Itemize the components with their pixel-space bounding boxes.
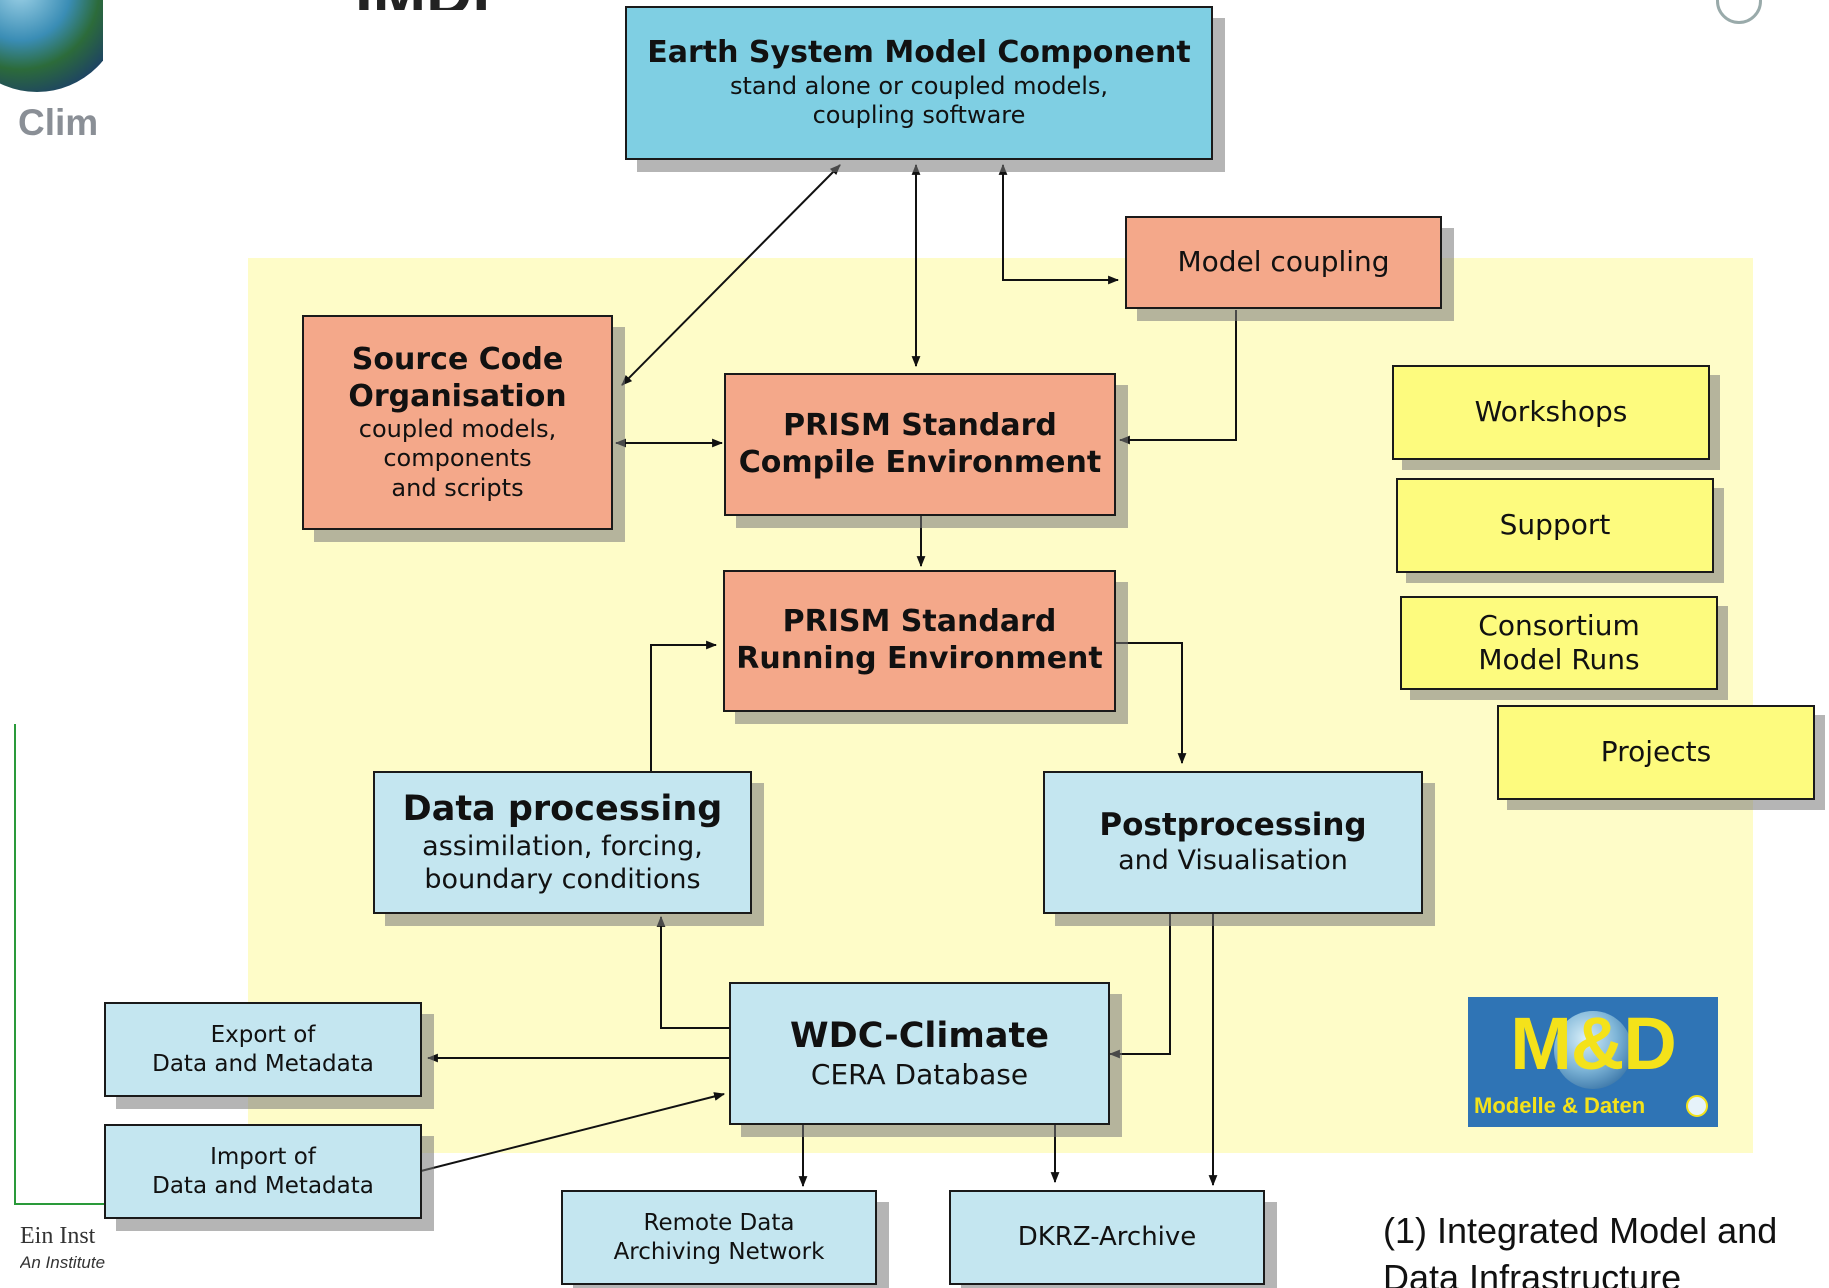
compile-environment-box: PRISM Standard Compile Environment	[724, 373, 1116, 516]
source-code-box: Source Code Organisation coupled models,…	[302, 315, 613, 530]
data-processing-title: Data processing	[402, 789, 723, 830]
compile-title1: PRISM Standard	[783, 407, 1057, 443]
consortium-box: Consortium Model Runs	[1400, 596, 1718, 690]
caption-line1: (1) Integrated Model and	[1383, 1210, 1778, 1251]
dkrz-archive-label: DKRZ-Archive	[1017, 1221, 1197, 1252]
consortium-line2: Model Runs	[1478, 643, 1640, 676]
footer-text-de: Ein Inst	[20, 1223, 96, 1249]
wdc-globe-logo	[0, 0, 103, 98]
md-logo-small-globe-icon	[1686, 1095, 1708, 1117]
green-rule-vertical	[14, 724, 16, 1204]
arrow-earth-coupling	[998, 163, 1120, 285]
earth-system-line1: stand alone or coupled models,	[729, 72, 1109, 101]
arrow-earth-source	[621, 164, 841, 386]
caption-line2: Data Infrastructure	[1383, 1257, 1682, 1288]
footer-text-en: An Institute	[20, 1253, 106, 1272]
workshops-box: Workshops	[1392, 365, 1710, 460]
arrow-coupling-compile	[1118, 310, 1237, 445]
postprocessing-title: Postprocessing	[1099, 807, 1367, 844]
source-code-line1: coupled models,	[358, 415, 557, 444]
earth-system-title: Earth System Model Component	[647, 35, 1191, 71]
consortium-line1: Consortium	[1478, 608, 1640, 642]
md-logo-small-text: Modelle & Daten	[1474, 1093, 1646, 1118]
wdc-climate-line1: CERA Database	[810, 1057, 1029, 1091]
import-line2: Data and Metadata	[152, 1172, 374, 1199]
dkrz-archive-box: DKRZ-Archive	[949, 1190, 1265, 1285]
projects-label: Projects	[1600, 735, 1712, 769]
model-coupling-box: Model coupling	[1125, 216, 1442, 309]
import-box: Import of Data and Metadata	[104, 1124, 422, 1219]
earth-system-model-box: Earth System Model Component stand alone…	[625, 6, 1213, 160]
workshops-label: Workshops	[1474, 395, 1628, 429]
running-title2: Running Environment	[736, 641, 1103, 676]
arrow-dataproc-running	[650, 640, 718, 771]
data-processing-box: Data processing assimilation, forcing, b…	[373, 771, 752, 914]
import-line1: Import of	[210, 1144, 316, 1171]
running-environment-box: PRISM Standard Running Environment	[723, 570, 1116, 712]
md-logo-globe	[1554, 1011, 1632, 1089]
compile-title2: Compile Environment	[738, 444, 1102, 480]
green-rule-horizontal	[14, 1203, 104, 1205]
logo-title-text: IMDI	[355, 0, 555, 10]
earth-system-line2: coupling software	[812, 101, 1026, 130]
remote-archive-line2: Archiving Network	[613, 1238, 825, 1265]
md-logo: M&D Modelle & Daten	[1468, 997, 1718, 1127]
logo-side-text: Clim	[18, 102, 99, 143]
remote-archive-box: Remote Data Archiving Network	[561, 1190, 877, 1285]
model-coupling-label: Model coupling	[1177, 245, 1390, 279]
data-processing-line2: boundary conditions	[424, 863, 701, 895]
support-box: Support	[1396, 478, 1714, 573]
postprocessing-line1: and Visualisation	[1118, 844, 1348, 876]
export-line1: Export of	[210, 1022, 316, 1049]
arrow-post-wdc	[1108, 913, 1171, 1059]
export-line2: Data and Metadata	[152, 1050, 374, 1077]
arrow-running-post	[1116, 642, 1187, 765]
arrow-wdc-dataproc	[656, 915, 729, 1029]
arrow-import-wdc	[420, 1092, 726, 1172]
source-code-title1: Source Code	[351, 342, 564, 377]
postprocessing-box: Postprocessing and Visualisation	[1043, 771, 1423, 914]
source-code-line3: and scripts	[391, 473, 524, 502]
wdc-climate-title: WDC-Climate	[790, 1016, 1049, 1057]
md-logo-big-text: M&D	[1510, 1002, 1677, 1085]
data-processing-line1: assimilation, forcing,	[422, 830, 703, 862]
source-code-title2: Organisation	[348, 378, 567, 414]
running-title1: PRISM Standard	[782, 604, 1057, 640]
projects-box: Projects	[1497, 705, 1815, 800]
export-box: Export of Data and Metadata	[104, 1002, 422, 1097]
wdc-climate-box: WDC-Climate CERA Database	[729, 982, 1110, 1125]
support-label: Support	[1499, 508, 1611, 542]
source-code-line2: components	[383, 444, 532, 473]
remote-archive-line1: Remote Data	[643, 1210, 795, 1237]
